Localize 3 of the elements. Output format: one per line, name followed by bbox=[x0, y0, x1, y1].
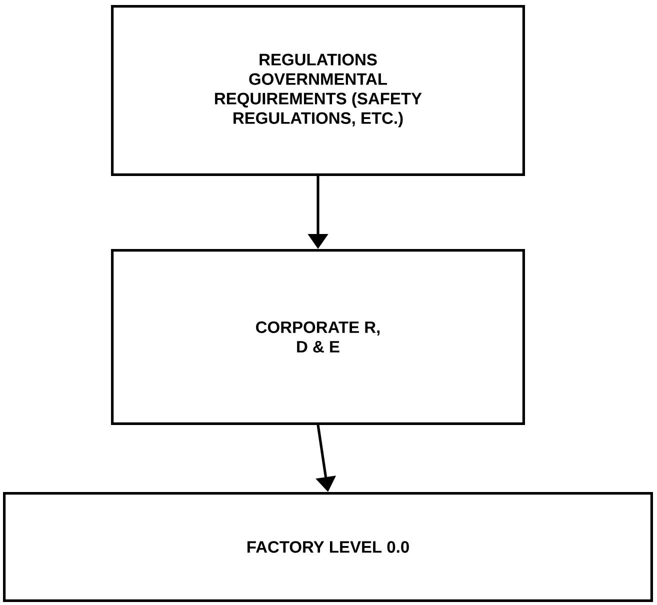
process-box: CORPORATE R, D & E bbox=[111, 248, 525, 425]
process-box: REGULATIONS GOVERNMENTAL REQUIREMENTS (SAFETY REGULATIONS, ETC.) bbox=[111, 5, 525, 176]
process-box: FACTORY LEVEL 0.0 bbox=[3, 492, 653, 602]
